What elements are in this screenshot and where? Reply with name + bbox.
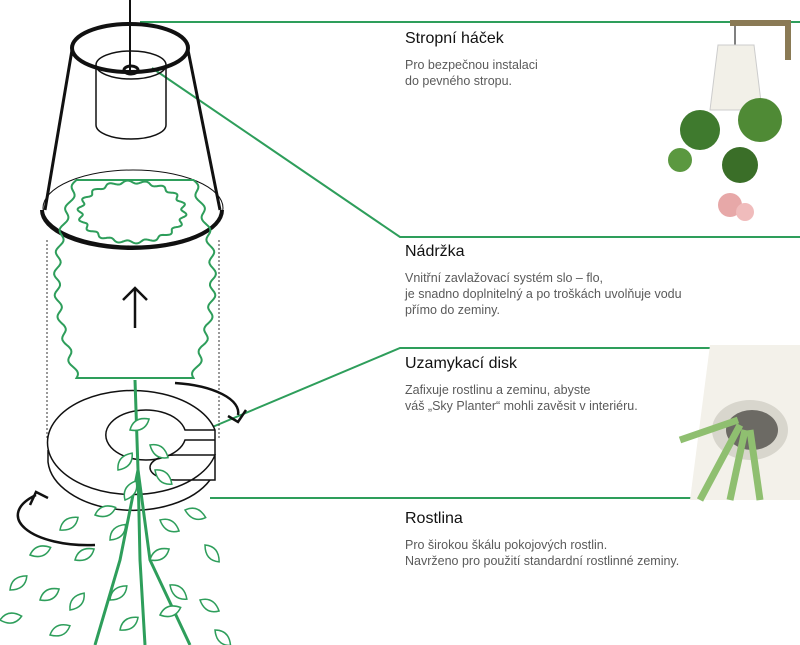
desc-line: Pro bezpečnou instalaci	[405, 57, 735, 73]
leaf	[73, 545, 97, 565]
section-title-plant: Rostlina	[405, 510, 735, 528]
leaf	[38, 585, 62, 605]
desc-line: Zafixuje rostlinu a zeminu, abyste	[405, 382, 735, 398]
leaf	[66, 590, 88, 613]
section-plant: Rostlina Pro širokou škálu pokojových ro…	[405, 510, 735, 569]
section-hook: Stropní háček Pro bezpečnou instalaci do…	[405, 30, 735, 89]
planter-pot	[42, 24, 223, 248]
desc-line: Pro širokou škálu pokojových rostlin.	[405, 537, 735, 553]
section-desc-reservoir: Vnitřní zavlažovací systém slo – flo, je…	[405, 270, 735, 318]
leaf	[28, 543, 52, 560]
desc-line: váš „Sky Planter“ mohli zavěsit v interi…	[405, 398, 735, 414]
leaf	[0, 611, 23, 625]
leaf	[211, 626, 234, 645]
desc-line: je snadno doplnitelný a po troškách uvol…	[405, 286, 735, 302]
leaf	[117, 613, 141, 634]
leaf	[158, 516, 182, 536]
section-desc-plant: Pro širokou škálu pokojových rostlin. Na…	[405, 537, 735, 569]
leaf	[201, 542, 223, 565]
desc-line: do pevného stropu.	[405, 73, 735, 89]
section-disk: Uzamykací disk Zafixuje rostlinu a zemin…	[405, 355, 735, 414]
leaf	[183, 505, 207, 522]
callout-line-reservoir	[152, 68, 800, 237]
section-desc-disk: Zafixuje rostlinu a zeminu, abyste váš „…	[405, 382, 735, 414]
section-title-disk: Uzamykací disk	[405, 355, 735, 373]
water-reservoir	[54, 180, 216, 378]
section-title-hook: Stropní háček	[405, 30, 735, 48]
up-arrow-icon	[123, 288, 147, 328]
desc-line: Navrženo pro použití standardní rostlinn…	[405, 553, 735, 569]
leaf	[7, 572, 30, 594]
leaf	[48, 621, 72, 639]
leaf	[57, 513, 81, 534]
section-desc-hook: Pro bezpečnou instalaci do pevného strop…	[405, 57, 735, 89]
desc-line: přímo do zeminy.	[405, 302, 735, 318]
desc-line: Vnitřní zavlažovací systém slo – flo,	[405, 270, 735, 286]
section-reservoir: Nádržka Vnitřní zavlažovací systém slo –…	[405, 243, 735, 318]
leaf	[198, 596, 222, 616]
section-title-reservoir: Nádržka	[405, 243, 735, 261]
